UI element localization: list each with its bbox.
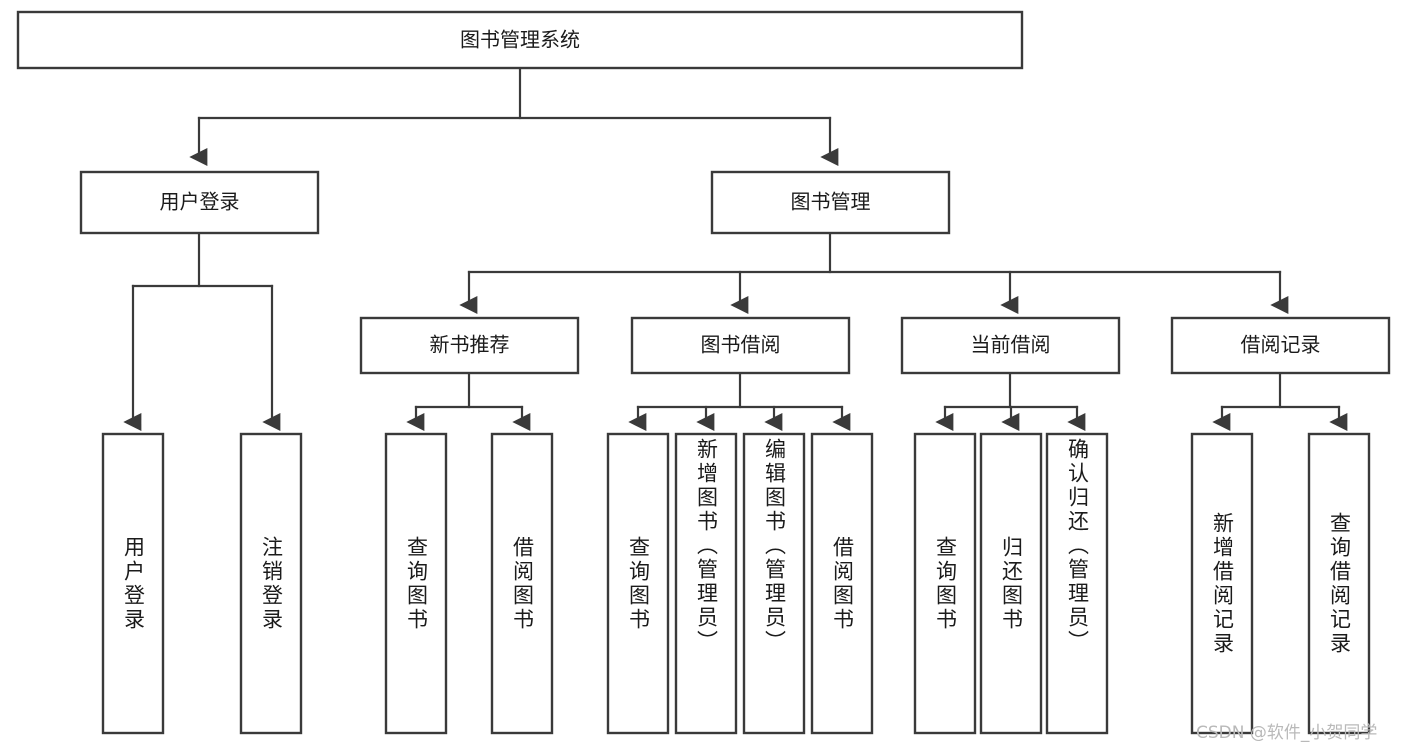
- leaf-box-add-book-admin[interactable]: [674, 432, 738, 735]
- leaf-box-query-books-current[interactable]: [913, 432, 977, 735]
- node-user-login-label: 用户登录: [160, 190, 240, 214]
- node-book-management-label: 图书管理: [791, 190, 871, 214]
- leaf-box-logout[interactable]: [239, 432, 303, 735]
- leaf-box-return-books[interactable]: [979, 432, 1043, 735]
- leaf-box-borrow-books-borrow[interactable]: [810, 432, 874, 735]
- leaf-box-query-books-recommend[interactable]: [384, 432, 448, 735]
- leaf-box-user-login[interactable]: [101, 432, 165, 735]
- leaf-box-borrow-books-recommend[interactable]: [490, 432, 554, 735]
- node-new-book-recommend-box[interactable]: [359, 316, 580, 375]
- node-borrow-record-box[interactable]: [1170, 316, 1391, 375]
- leaf-box-add-borrow-record[interactable]: [1190, 432, 1254, 735]
- node-book-management-box[interactable]: [710, 170, 951, 235]
- node-borrow-record-label: 借阅记录: [1241, 333, 1321, 357]
- leaf-box-query-books-borrow[interactable]: [606, 432, 670, 735]
- node-root-label: 图书管理系统: [460, 28, 580, 52]
- node-book-borrow-box[interactable]: [630, 316, 851, 375]
- node-root-box[interactable]: [16, 10, 1024, 70]
- node-book-borrow-label: 图书借阅: [701, 333, 781, 357]
- leaf-box-query-borrow-record[interactable]: [1307, 432, 1371, 735]
- node-current-borrow-box[interactable]: [900, 316, 1121, 375]
- node-current-borrow-label: 当前借阅: [971, 333, 1051, 357]
- leaf-box-edit-book-admin[interactable]: [742, 432, 806, 735]
- leaf-box-confirm-return-admin[interactable]: [1045, 432, 1109, 735]
- csdn-watermark: CSDN @软件_小贺同学: [1196, 723, 1378, 743]
- node-new-book-recommend-label: 新书推荐: [430, 333, 510, 357]
- node-user-login-box[interactable]: [79, 170, 320, 235]
